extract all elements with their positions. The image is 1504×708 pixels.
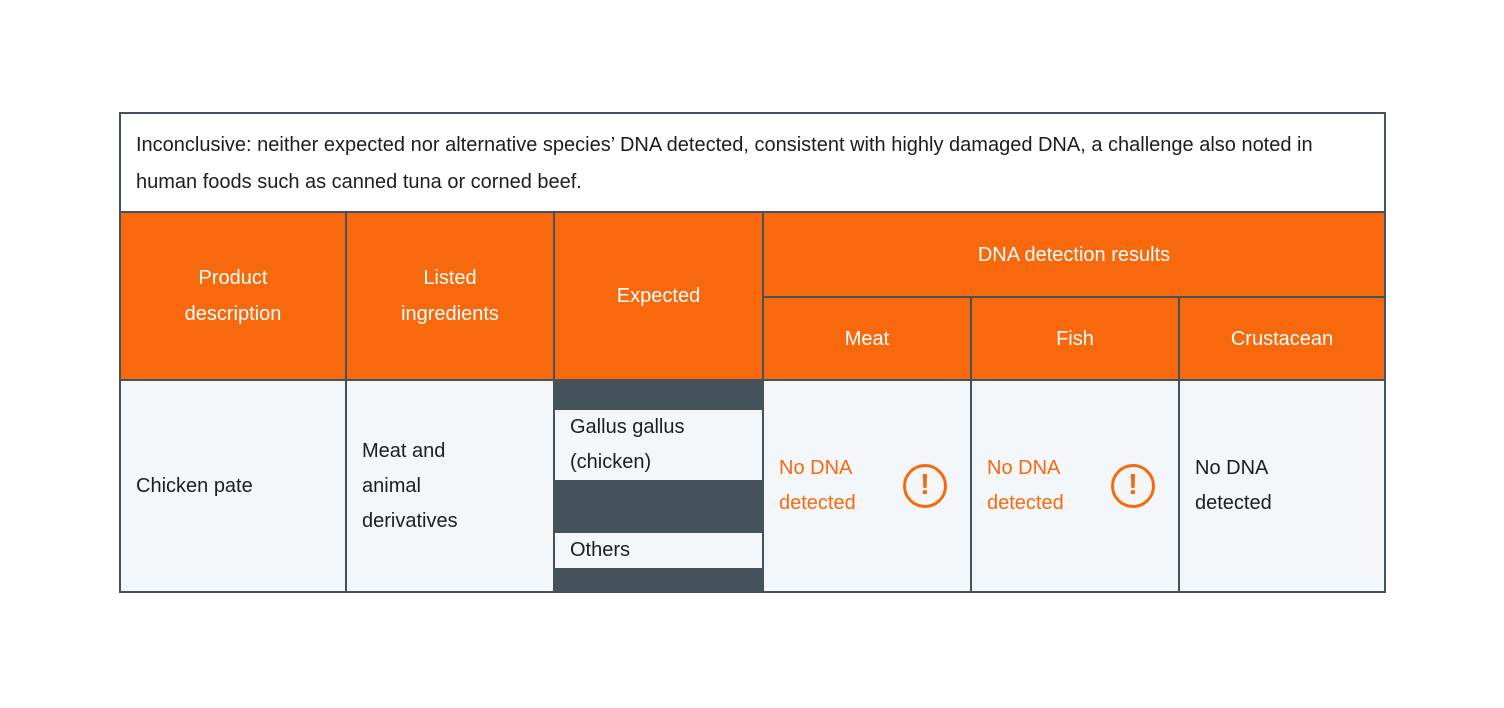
cell-listed-ingredients: Meat and animal derivatives — [347, 381, 553, 591]
header-listed-ingredients-label: Listed ingredients — [401, 267, 499, 325]
cell-product-description: Chicken pate — [121, 381, 345, 591]
header-expected-label: Expected — [616, 285, 701, 307]
header-dna-detection-results-label: DNA detection results — [977, 243, 1171, 266]
cell-crustacean-result: No DNA detected — [1180, 381, 1384, 591]
header-crustacean: Crustacean — [1180, 298, 1384, 379]
header-product-description-label: Product description — [184, 267, 282, 325]
cell-fish-result: No DNA detected ! — [972, 381, 1178, 591]
header-product-description: Product description — [121, 213, 345, 379]
results-table: Product description Listed ingredients E… — [119, 211, 1386, 593]
listed-ingredients-value: Meat and animal derivatives — [362, 439, 458, 532]
cell-expected-secondary: Others — [555, 533, 762, 568]
warning-icon: ! — [1111, 464, 1155, 508]
expected-primary-value: Gallus gallus (chicken) — [570, 415, 685, 473]
product-description-value: Chicken pate — [136, 474, 253, 497]
header-expected: Expected — [555, 213, 762, 379]
cell-expected: Gallus gallus (chicken) Others — [555, 381, 762, 591]
meat-result-value: No DNA detected — [779, 457, 856, 514]
header-dna-detection-results: DNA detection results — [764, 213, 1384, 296]
cell-expected-primary: Gallus gallus (chicken) — [555, 409, 762, 480]
header-meat: Meat — [764, 298, 970, 379]
header-crustacean-label: Crustacean — [1230, 327, 1334, 350]
expected-secondary-value: Others — [570, 539, 631, 561]
crustacean-result-value: No DNA detected — [1195, 457, 1272, 514]
results-panel: Inconclusive: neither expected nor alter… — [119, 112, 1386, 593]
note-text: Inconclusive: neither expected nor alter… — [136, 134, 1313, 193]
note-box: Inconclusive: neither expected nor alter… — [119, 112, 1386, 211]
warning-icon: ! — [903, 464, 947, 508]
header-meat-label: Meat — [844, 327, 890, 350]
header-fish: Fish — [972, 298, 1178, 379]
fish-result-value: No DNA detected — [987, 457, 1064, 514]
cell-meat-result: No DNA detected ! — [764, 381, 970, 591]
header-listed-ingredients: Listed ingredients — [347, 213, 553, 379]
header-fish-label: Fish — [1056, 327, 1094, 350]
